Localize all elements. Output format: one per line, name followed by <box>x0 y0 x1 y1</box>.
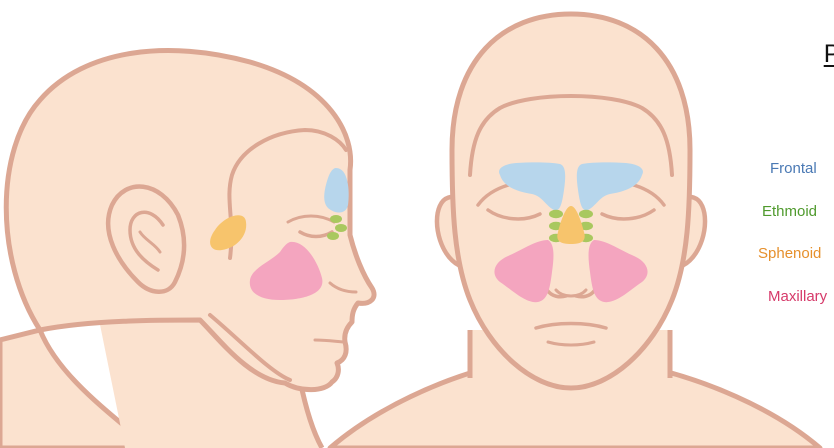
front-head <box>330 14 820 448</box>
title-line-2: sinuses <box>780 68 834 96</box>
legend-ethmoid: Ethmoid <box>762 203 817 220</box>
legend-sphenoid: Sphenoid <box>758 245 821 262</box>
diagram-title: Paranasal sinuses <box>780 40 834 96</box>
legend-frontal: Frontal <box>770 160 817 177</box>
legend-maxillary: Maxillary <box>768 288 827 305</box>
front-face-outline <box>452 14 690 388</box>
profile-head <box>0 51 374 448</box>
title-line-1: Paranasal <box>780 40 834 68</box>
